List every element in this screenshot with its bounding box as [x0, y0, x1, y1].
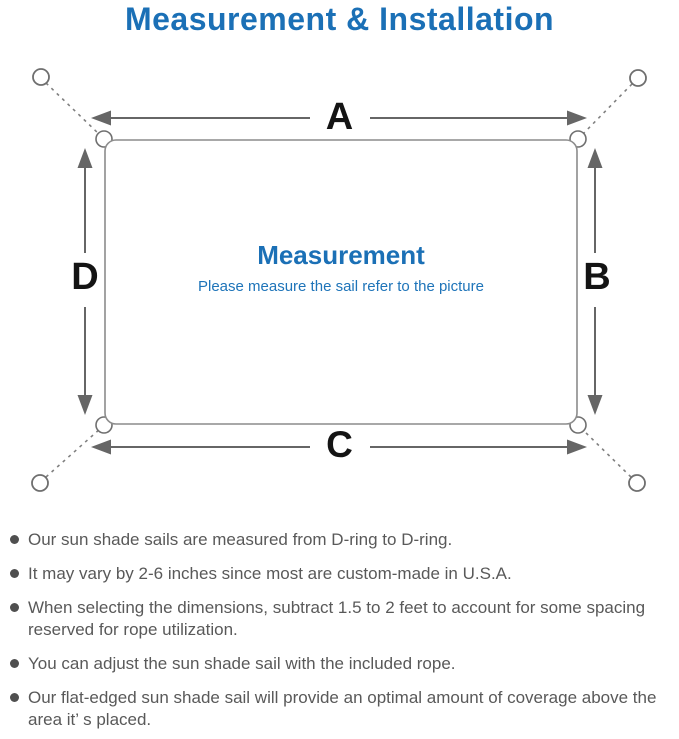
- bullet-dot-icon: [10, 569, 19, 578]
- bullet-dot-icon: [10, 693, 19, 702]
- dimension-label-b: B: [583, 256, 611, 298]
- list-item: When selecting the dimensions, subtract …: [10, 597, 672, 641]
- dimension-arrow-c: [91, 439, 587, 455]
- anchor-ring-icon: [31, 474, 49, 492]
- anchor-ring-icon: [629, 69, 647, 87]
- dimension-label-a: A: [325, 96, 354, 138]
- anchor-ring-icon: [32, 68, 50, 86]
- dimension-arrow-b: [587, 148, 603, 415]
- dimension-label-c: C: [326, 424, 353, 465]
- bullet-dot-icon: [10, 535, 19, 544]
- dimension-arrow-d: [77, 148, 93, 415]
- anchor-ring-icon: [628, 474, 646, 492]
- rope-dashed-lines: [45, 82, 633, 478]
- sail-outline: [104, 139, 578, 425]
- list-item-text: It may vary by 2-6 inches since most are…: [28, 564, 512, 583]
- anchor-rings: [31, 68, 647, 492]
- dimension-label-d: D: [71, 256, 99, 298]
- list-item: Our sun shade sails are measured from D-…: [10, 529, 672, 551]
- rope-dashed-line: [45, 427, 102, 478]
- bullet-dot-icon: [10, 603, 19, 612]
- rope-dashed-line: [45, 82, 102, 137]
- list-item-text: When selecting the dimensions, subtract …: [28, 598, 646, 639]
- dimension-arrow-a: [91, 110, 587, 126]
- diagram-title: Measurement: [257, 240, 425, 270]
- d-rings: [95, 130, 587, 434]
- sail-measurement-diagram: [31, 68, 647, 492]
- rope-dashed-line: [580, 83, 633, 137]
- list-item-text: Our sun shade sails are measured from D-…: [28, 530, 453, 549]
- notes-list: Our sun shade sails are measured from D-…: [10, 529, 672, 739]
- list-item-text: Our flat-edged sun shade sail will provi…: [28, 688, 657, 729]
- bullet-dot-icon: [10, 659, 19, 668]
- list-item: You can adjust the sun shade sail with t…: [10, 653, 672, 675]
- list-item: Our flat-edged sun shade sail will provi…: [10, 687, 672, 731]
- diagram-subtitle: Please measure the sail refer to the pic…: [198, 278, 484, 295]
- list-item: It may vary by 2-6 inches since most are…: [10, 563, 672, 585]
- page-title: Measurement & Installation: [124, 1, 555, 37]
- list-item-text: You can adjust the sun shade sail with t…: [28, 654, 456, 673]
